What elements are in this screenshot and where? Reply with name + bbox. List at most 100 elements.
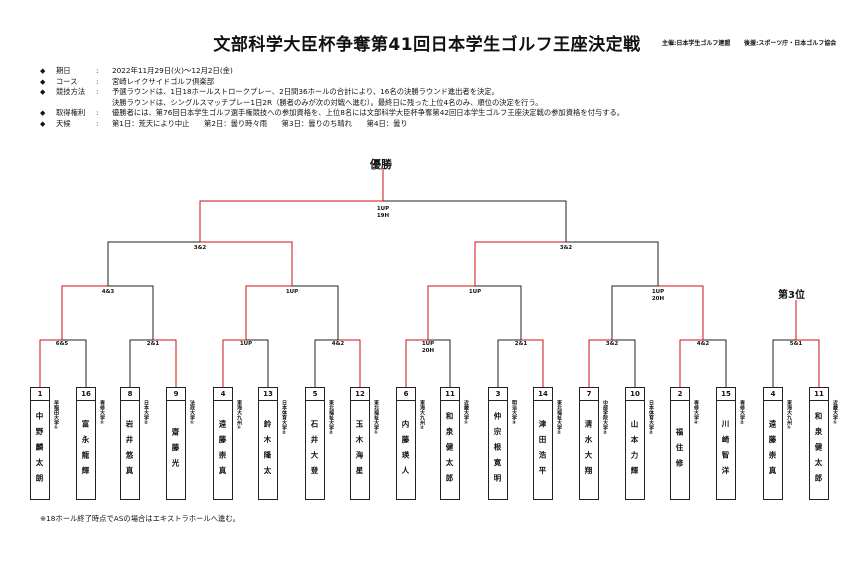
score-value: 1UP: [421, 341, 435, 347]
player-name: 中野麟太朗: [35, 412, 44, 490]
player-box: 6 内藤瑛人: [396, 387, 416, 500]
seed-number: 12: [351, 389, 369, 401]
info-label: コース: [56, 76, 78, 86]
bracket-line: [796, 339, 820, 387]
bracket-line: [107, 241, 200, 286]
seed-number: 14: [534, 389, 552, 401]
info-text: 宮崎レイクサイドゴルフ倶楽部: [112, 76, 215, 86]
bracket-line: [383, 200, 567, 242]
info-row-date: ◆期日:2022年11月29日(火)～12月2日(金): [40, 66, 624, 77]
player-school: 日本体育大学②: [648, 400, 654, 436]
player-name: 川崎智洋: [721, 420, 730, 482]
player-school: 東北福祉大学①: [373, 400, 379, 436]
player-name: 仲宗根寛明: [493, 412, 502, 490]
score-value: 1UP: [651, 289, 665, 295]
info-label: 期日: [56, 66, 71, 75]
bracket-line: [314, 339, 338, 387]
bracket-line: [612, 339, 636, 387]
player-school: 日本大学②: [143, 400, 149, 426]
score-third-place: 5&1: [789, 341, 803, 347]
player-name: 石井大登: [310, 420, 319, 482]
player-box: 15 川崎智洋: [716, 387, 736, 500]
score-value: 1UP: [376, 206, 390, 212]
bracket-line: [772, 339, 796, 387]
colon: :: [96, 108, 99, 118]
player-school: 明治大学③: [511, 400, 517, 426]
player-name: 清水大翔: [584, 420, 593, 482]
colon: :: [96, 76, 99, 86]
score-r1-3: 1UP: [239, 341, 253, 347]
player-school: 法政大学①: [189, 400, 195, 426]
bracket-line: [129, 339, 153, 387]
player-name: 和泉健太郎: [445, 412, 454, 490]
player-school: 東海大九州①: [236, 400, 242, 431]
bracket-line: [703, 339, 727, 387]
bracket-line: [427, 285, 475, 340]
info-text: 決勝ラウンドは、シングルスマッチプレー1日2R（勝者のみが次の対戦へ進む）。最終…: [112, 97, 543, 107]
seed-number: 4: [214, 389, 232, 401]
info-label: 競技方法: [56, 87, 86, 97]
score-hole: 20H: [651, 296, 665, 302]
seed-number: 11: [810, 389, 828, 401]
info-text: 予選ラウンドは、1日18ホールストロークプレー、2日間36ホールの合計により、1…: [112, 87, 499, 97]
diamond-icon: ◆: [40, 67, 46, 75]
seed-number: 1: [31, 389, 49, 401]
score-r1-4: 4&2: [331, 341, 345, 347]
player-name: 鈴木隆太: [263, 420, 272, 482]
score-r1-2: 2&1: [146, 341, 160, 347]
seed-number: 15: [717, 389, 735, 401]
bracket-line: [588, 339, 612, 387]
player-name: 玉木海星: [355, 420, 364, 482]
player-name: 内藤瑛人: [401, 420, 410, 482]
player-name: 齋藤光: [171, 427, 180, 475]
player-box: 16 富永龍輝: [76, 387, 96, 500]
score-qf-3: 1UP: [468, 289, 482, 295]
score-hole: 20H: [421, 348, 435, 354]
player-name: 岩井悠真: [125, 420, 134, 482]
seed-number: 5: [306, 389, 324, 401]
bracket-line: [200, 241, 293, 286]
diamond-icon: ◆: [40, 88, 46, 97]
bracket-line: [611, 285, 658, 340]
footnote: ※18ホール終了時点でASの場合はエキストラホールへ進む。: [40, 514, 240, 523]
seed-number: 11: [441, 389, 459, 401]
bracket-line: [521, 339, 544, 387]
player-name: 遠藤崇真: [768, 420, 777, 482]
player-school: 東海大九州②: [419, 400, 425, 431]
score-semifinal-left: 3&2: [193, 245, 207, 251]
bracket-line: [292, 285, 339, 340]
info-row-format: ◆競技方法:予選ラウンドは、1日18ホールストロークプレー、2日間36ホールの合…: [40, 87, 624, 98]
seed-number: 6: [397, 389, 415, 401]
bracket-line: [222, 339, 246, 387]
player-name: 富永龍輝: [81, 420, 90, 482]
player-box: 10 山本力輝: [625, 387, 645, 500]
player-box: 1 中野麟太朗: [30, 387, 50, 500]
seed-number: 4: [764, 389, 782, 401]
info-label: 天候: [56, 118, 71, 128]
player-school: 専修大学④: [693, 400, 699, 426]
organizer-text: 主催:日本学生ゴルフ連盟: [662, 40, 731, 47]
info-text: 優勝者には、第76回日本学生ゴルフ選手権競技への参加資格を、上位8名には文部科学…: [112, 108, 625, 118]
score-semifinal-right: 3&2: [559, 245, 573, 251]
seed-number: 16: [77, 389, 95, 401]
bracket-line: [405, 339, 428, 387]
bracket-line: [474, 241, 566, 286]
seed-number: 10: [626, 389, 644, 401]
info-row-format-2: 決勝ラウンドは、シングルスマッチプレー1日2R（勝者のみが次の対戦へ進む）。最終…: [40, 98, 624, 109]
player-school: 専修大学②: [739, 400, 745, 426]
score-qf-2: 1UP: [285, 289, 299, 295]
bracket-line: [39, 339, 62, 387]
player-name: 津田浩平: [538, 420, 547, 482]
player-school: 東海大九州①: [786, 400, 792, 431]
player-name: 山本力輝: [630, 420, 639, 482]
seed-number: 9: [167, 389, 185, 401]
player-school: 近畿大学①: [463, 400, 469, 426]
bracket-line: [61, 285, 108, 340]
